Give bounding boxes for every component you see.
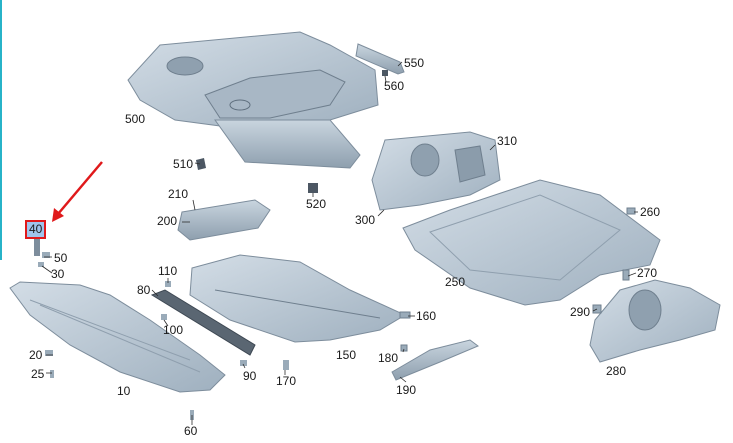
rail-80[interactable] xyxy=(150,289,256,356)
clip-90[interactable] xyxy=(240,360,247,366)
part-label-500[interactable]: 500 xyxy=(125,112,146,126)
part-label-510[interactable]: 510 xyxy=(173,157,194,171)
clip-25[interactable] xyxy=(50,370,54,378)
air-duct-300[interactable] xyxy=(371,131,501,211)
part-label-270[interactable]: 270 xyxy=(637,266,658,280)
part-label-210[interactable]: 210 xyxy=(168,187,189,201)
clip-270[interactable] xyxy=(622,269,630,281)
underbody-panel-150[interactable] xyxy=(189,254,407,343)
part-label-40[interactable]: 40 xyxy=(25,220,47,239)
clip-170[interactable] xyxy=(283,360,289,370)
side-rail-190[interactable] xyxy=(391,339,479,381)
clip-160[interactable] xyxy=(399,311,411,319)
part-label-550[interactable]: 550 xyxy=(404,56,425,70)
clip-260[interactable] xyxy=(626,207,636,215)
clip-20[interactable] xyxy=(45,350,53,356)
part-label-520[interactable]: 520 xyxy=(306,197,327,211)
clip-520[interactable] xyxy=(308,183,318,193)
part-label-180[interactable]: 180 xyxy=(378,351,399,365)
clip-30[interactable] xyxy=(38,262,44,267)
clip-510[interactable] xyxy=(196,158,206,170)
clip-180[interactable] xyxy=(400,344,408,352)
part-label-290[interactable]: 290 xyxy=(570,305,591,319)
part-label-250[interactable]: 250 xyxy=(445,275,466,289)
window-edge xyxy=(0,0,2,260)
part-label-80[interactable]: 80 xyxy=(137,283,151,297)
part-label-280[interactable]: 280 xyxy=(606,364,627,378)
bracket-550[interactable] xyxy=(355,43,405,76)
engine-cover-flap[interactable] xyxy=(214,119,361,169)
part-label-50[interactable]: 50 xyxy=(54,251,68,265)
part-label-150[interactable]: 150 xyxy=(336,348,357,362)
part-label-30[interactable]: 30 xyxy=(51,267,65,281)
front-underbody-10[interactable] xyxy=(9,281,226,393)
clip-110[interactable] xyxy=(165,281,171,287)
highlight-arrow xyxy=(52,161,103,222)
part-label-190[interactable]: 190 xyxy=(396,383,417,397)
part-label-100[interactable]: 100 xyxy=(163,323,184,337)
part-label-160[interactable]: 160 xyxy=(416,309,437,323)
part-label-20[interactable]: 20 xyxy=(29,348,43,362)
part-label-170[interactable]: 170 xyxy=(276,374,297,388)
part-label-25[interactable]: 25 xyxy=(31,367,45,381)
part-label-560[interactable]: 560 xyxy=(384,79,405,93)
wheel-arch-liner-280[interactable] xyxy=(589,279,721,363)
part-label-60[interactable]: 60 xyxy=(184,424,198,438)
part-label-110[interactable]: 110 xyxy=(158,264,178,278)
part-label-260[interactable]: 260 xyxy=(640,205,661,219)
cover-200[interactable] xyxy=(177,199,271,241)
part-label-90[interactable]: 90 xyxy=(243,369,257,383)
part-label-200[interactable]: 200 xyxy=(157,214,178,228)
clip-50[interactable] xyxy=(42,252,50,258)
part-label-300[interactable]: 300 xyxy=(355,213,376,227)
clip-100[interactable] xyxy=(161,314,167,320)
leader-lines xyxy=(41,61,638,425)
engine-cover-500[interactable] xyxy=(127,31,379,129)
part-40[interactable] xyxy=(34,238,40,256)
part-label-310[interactable]: 310 xyxy=(497,134,518,148)
part-label-10[interactable]: 10 xyxy=(117,384,131,398)
